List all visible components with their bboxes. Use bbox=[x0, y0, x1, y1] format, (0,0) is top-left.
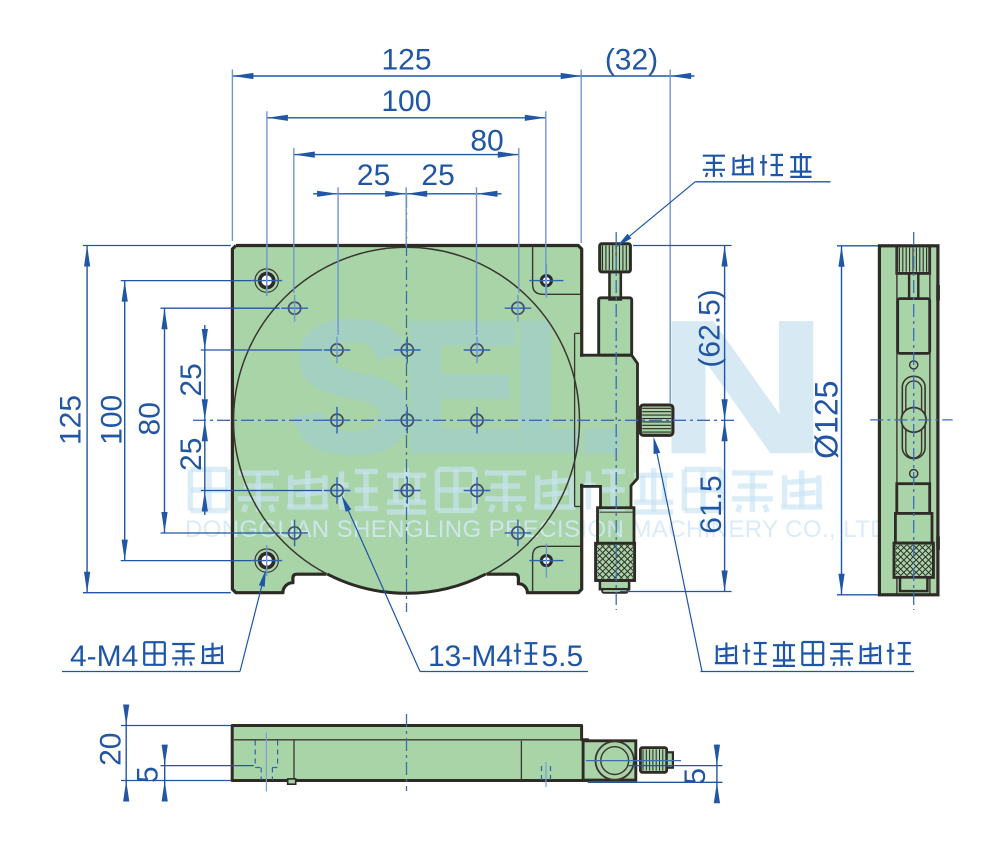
svg-text:25: 25 bbox=[421, 159, 454, 192]
svg-text:25: 25 bbox=[175, 438, 208, 471]
svg-text:(32): (32) bbox=[605, 44, 658, 77]
svg-text:13-M4: 13-M4 bbox=[428, 640, 513, 673]
svg-text:5: 5 bbox=[679, 768, 712, 785]
svg-text:61.5: 61.5 bbox=[695, 475, 728, 533]
svg-text:N: N bbox=[658, 282, 827, 491]
svg-text:100: 100 bbox=[96, 395, 129, 445]
svg-text:125: 125 bbox=[381, 44, 431, 77]
svg-text:25: 25 bbox=[357, 159, 390, 192]
svg-text:80: 80 bbox=[134, 402, 167, 435]
svg-text:80: 80 bbox=[470, 125, 503, 158]
svg-text:5: 5 bbox=[131, 766, 164, 783]
svg-text:4-M4: 4-M4 bbox=[70, 640, 138, 673]
svg-text:125: 125 bbox=[55, 395, 88, 445]
svg-text:(62.5): (62.5) bbox=[694, 289, 727, 367]
svg-text:SEL: SEL bbox=[290, 283, 618, 492]
svg-text:Ø125: Ø125 bbox=[808, 381, 844, 459]
svg-text:25: 25 bbox=[175, 363, 208, 396]
svg-text:20: 20 bbox=[95, 733, 128, 766]
svg-text:5.5: 5.5 bbox=[542, 640, 584, 673]
svg-text:100: 100 bbox=[381, 85, 431, 118]
